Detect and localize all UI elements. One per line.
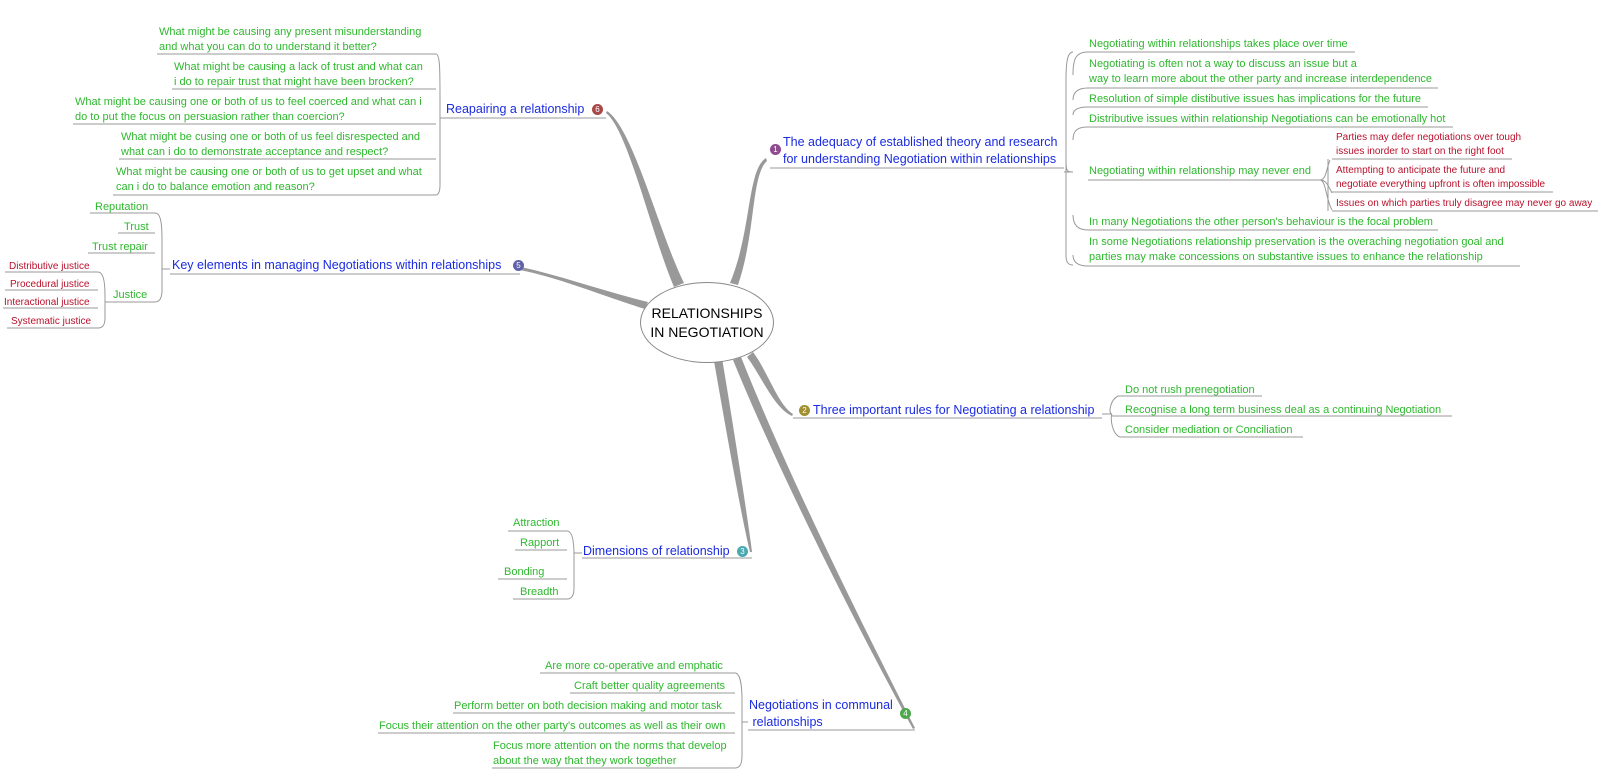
badge-1-icon: 1 (770, 144, 781, 155)
branch-adequacy (730, 158, 767, 285)
repairing-item-3[interactable]: What might be causing one or both of us … (75, 96, 422, 123)
adequacy-item-2[interactable]: Negotiating is often not a way to discus… (1089, 58, 1433, 85)
rules-item-1[interactable]: Do not rush prenegotiation (1125, 384, 1255, 396)
topic-rules[interactable]: Three important rules for Negotiating a … (813, 403, 1095, 417)
communal-item-5[interactable]: Focus more attention on the norms that d… (493, 740, 727, 767)
dimensions-item-4[interactable]: Breadth (520, 586, 559, 598)
repairing-item-5[interactable]: What might be causing one or both of us … (116, 166, 422, 193)
central-topic[interactable]: RELATIONSHIPS IN NEGOTIATION (640, 282, 774, 363)
key-element-justice[interactable]: Justice (113, 289, 148, 301)
dimensions-item-3[interactable]: Bonding (504, 566, 545, 578)
adequacy-item-7[interactable]: In some Negotiations relationship preser… (1089, 236, 1504, 263)
communal-item-4[interactable]: Focus their attention on the other party… (379, 720, 726, 732)
dimensions-item-2[interactable]: Rapport (520, 537, 560, 549)
justice-detail-3[interactable]: Interactional justice (4, 297, 90, 308)
adequacy-item-4[interactable]: Distributive issues within relationship … (1089, 113, 1446, 125)
never-end-detail-3[interactable]: Issues on which parties truly disagree m… (1336, 198, 1593, 209)
justice-detail-4[interactable]: Systematic justice (11, 316, 92, 327)
badge-2-icon: 2 (799, 405, 810, 416)
never-end-detail-2[interactable]: Attempting to anticipate the future and … (1336, 165, 1546, 190)
rules-item-3[interactable]: Consider mediation or Conciliation (1125, 424, 1293, 436)
topic-repairing[interactable]: Reapairing a relationship (446, 102, 585, 116)
main-branches (520, 111, 915, 729)
badge-3-icon: 3 (737, 546, 748, 557)
branch-dimensions (714, 358, 752, 552)
topic-key-elements[interactable]: Key elements in managing Negotiations wi… (172, 258, 502, 272)
rules-item-2[interactable]: Recognise a long term business deal as a… (1125, 404, 1442, 416)
badge-4-icon: 4 (900, 708, 911, 719)
central-topic-label: RELATIONSHIPS IN NEGOTIATION (650, 304, 764, 340)
branch-repairing (606, 111, 684, 287)
branch-communal (733, 357, 915, 729)
branch-rules (747, 352, 793, 416)
communal-item-3[interactable]: Perform better on both decision making a… (454, 700, 722, 712)
key-element-reputation[interactable]: Reputation (95, 201, 149, 213)
communal-item-2[interactable]: Craft better quality agreements (574, 680, 726, 692)
dimensions-item-1[interactable]: Attraction (513, 517, 560, 529)
justice-detail-1[interactable]: Distributive justice (9, 261, 90, 272)
repairing-item-2[interactable]: What might be causing a lack of trust an… (174, 61, 423, 88)
communal-item-1[interactable]: Are more co-operative and emphatic (545, 660, 723, 672)
badge-5-icon: 5 (513, 260, 524, 271)
repairing-item-1[interactable]: What might be causing any present misund… (159, 26, 422, 53)
sub-lines (3, 51, 1598, 769)
branch-key-elements (520, 267, 648, 309)
adequacy-item-5[interactable]: Negotiating within relationship may neve… (1089, 165, 1311, 177)
never-end-detail-1[interactable]: Parties may defer negotiations over toug… (1336, 132, 1522, 157)
adequacy-item-3[interactable]: Resolution of simple distibutive issues … (1089, 93, 1421, 105)
justice-detail-2[interactable]: Procedural justice (10, 279, 90, 290)
topic-dimensions[interactable]: Dimensions of relationship (583, 544, 730, 558)
topic-adequacy[interactable]: The adequacy of established theory and r… (783, 135, 1058, 166)
key-element-trust-repair[interactable]: Trust repair (92, 241, 148, 253)
topic-communal[interactable]: Negotiations in communal relationships (749, 698, 893, 729)
badge-6-icon: 6 (592, 104, 603, 115)
adequacy-item-6[interactable]: In many Negotiations the other person's … (1089, 216, 1433, 228)
key-element-trust[interactable]: Trust (124, 221, 149, 233)
adequacy-item-1[interactable]: Negotiating within relationships takes p… (1089, 38, 1348, 50)
repairing-item-4[interactable]: What might be cusing one or both of us f… (121, 131, 421, 158)
